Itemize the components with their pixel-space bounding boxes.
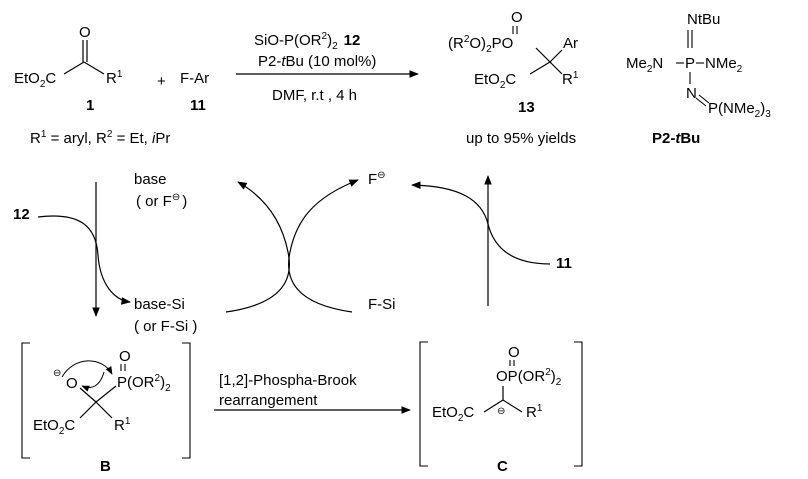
solvent-conditions: DMF, r.t , 4 h — [272, 87, 357, 104]
intermediate-b: ⊖ O O P(OR2)2 EtO2C R1 B — [21, 342, 191, 475]
rearrangement-step: [1,2]-Phospha-Brook rearrangement — [214, 372, 411, 414]
b-r: R1 — [114, 416, 131, 434]
p2-tbu-structure: NtBu Me2N P NMe2 N P(NMe2)3 P2-tBu — [626, 11, 771, 147]
b-oxygen: O — [66, 375, 78, 392]
reactant-1-r: R1 — [106, 69, 123, 87]
product-p-oxygen: O — [511, 9, 523, 26]
plus-sign: + — [157, 73, 166, 90]
intermediate-c-label: C — [497, 458, 508, 475]
substituent-note: R1 = aryl, R2 = Et, iPr — [30, 129, 170, 147]
product-13: O (R2O)2PO Ar EtO2C R1 13 up to 95% yiel… — [448, 9, 579, 147]
intermediate-c: O OP(OR2)2 ⊖ EtO2C R1 C — [419, 341, 583, 475]
b-p-oxygen: O — [119, 348, 131, 365]
cycle-reagent-12: 12 — [13, 206, 30, 223]
p2-ntbu: NtBu — [687, 11, 720, 28]
reactant-1: EtO2C O R1 1 — [14, 24, 123, 114]
p2-nme2: NMe2 — [705, 55, 743, 75]
carbonyl-oxygen: O — [79, 24, 91, 41]
product-aryl: Ar — [563, 35, 578, 52]
reactant-11-formula: F-Ar — [180, 70, 209, 87]
rearrangement-label-2: rearrangement — [219, 392, 318, 409]
compound-13-label: 13 — [518, 99, 535, 116]
cycle-fluoride: F⊖ — [368, 170, 386, 188]
p2-tbu-label: P2-tBu — [652, 130, 700, 147]
reactant-1-ester: EtO2C — [14, 70, 56, 90]
product-r: R1 — [562, 70, 579, 88]
cycle-reagent-11: 11 — [556, 255, 572, 272]
p2-me2n: Me2N — [626, 55, 663, 75]
cycle-base-si: base-Si — [134, 296, 185, 313]
intermediate-b-label: B — [100, 458, 111, 475]
product-ester: EtO2C — [474, 71, 516, 91]
b-anion-charge: ⊖ — [53, 368, 61, 379]
c-ester: EtO2C — [432, 404, 474, 424]
b-phosphorus-group: P(OR2)2 — [117, 373, 171, 394]
catalytic-cycle: 12 base ( or F⊖) base-Si ( or F-Si ) F⊖ … — [13, 170, 572, 335]
product-yield: up to 95% yields — [466, 130, 576, 147]
cycle-or-fluoride: ( or F⊖) — [136, 192, 187, 210]
cycle-fsi: F-Si — [368, 296, 396, 313]
product-phosphate: (R2O)2PO — [448, 34, 513, 55]
compound-11-label: 11 — [190, 97, 206, 114]
cycle-or-fsi: ( or F-Si ) — [134, 318, 197, 335]
rearrangement-label: [1,2]-Phospha-Brook — [219, 372, 357, 389]
c-carbanion-charge: ⊖ — [497, 406, 505, 417]
p2-pnme2: P(NMe2)3 — [708, 100, 771, 120]
c-phosphate: OP(OR2)2 — [496, 367, 562, 388]
c-p-oxygen: O — [508, 344, 520, 361]
reactant-11: F-Ar 11 — [180, 70, 209, 114]
b-ester: EtO2C — [33, 417, 75, 437]
p2-nitrogen: N — [686, 85, 697, 102]
catalyst: P2-tBu (10 mol%) — [258, 53, 376, 70]
p2-phosphorus: P — [685, 55, 695, 72]
cycle-base: base — [134, 171, 167, 188]
compound-1-label: 1 — [86, 97, 94, 114]
c-r: R1 — [526, 403, 543, 421]
